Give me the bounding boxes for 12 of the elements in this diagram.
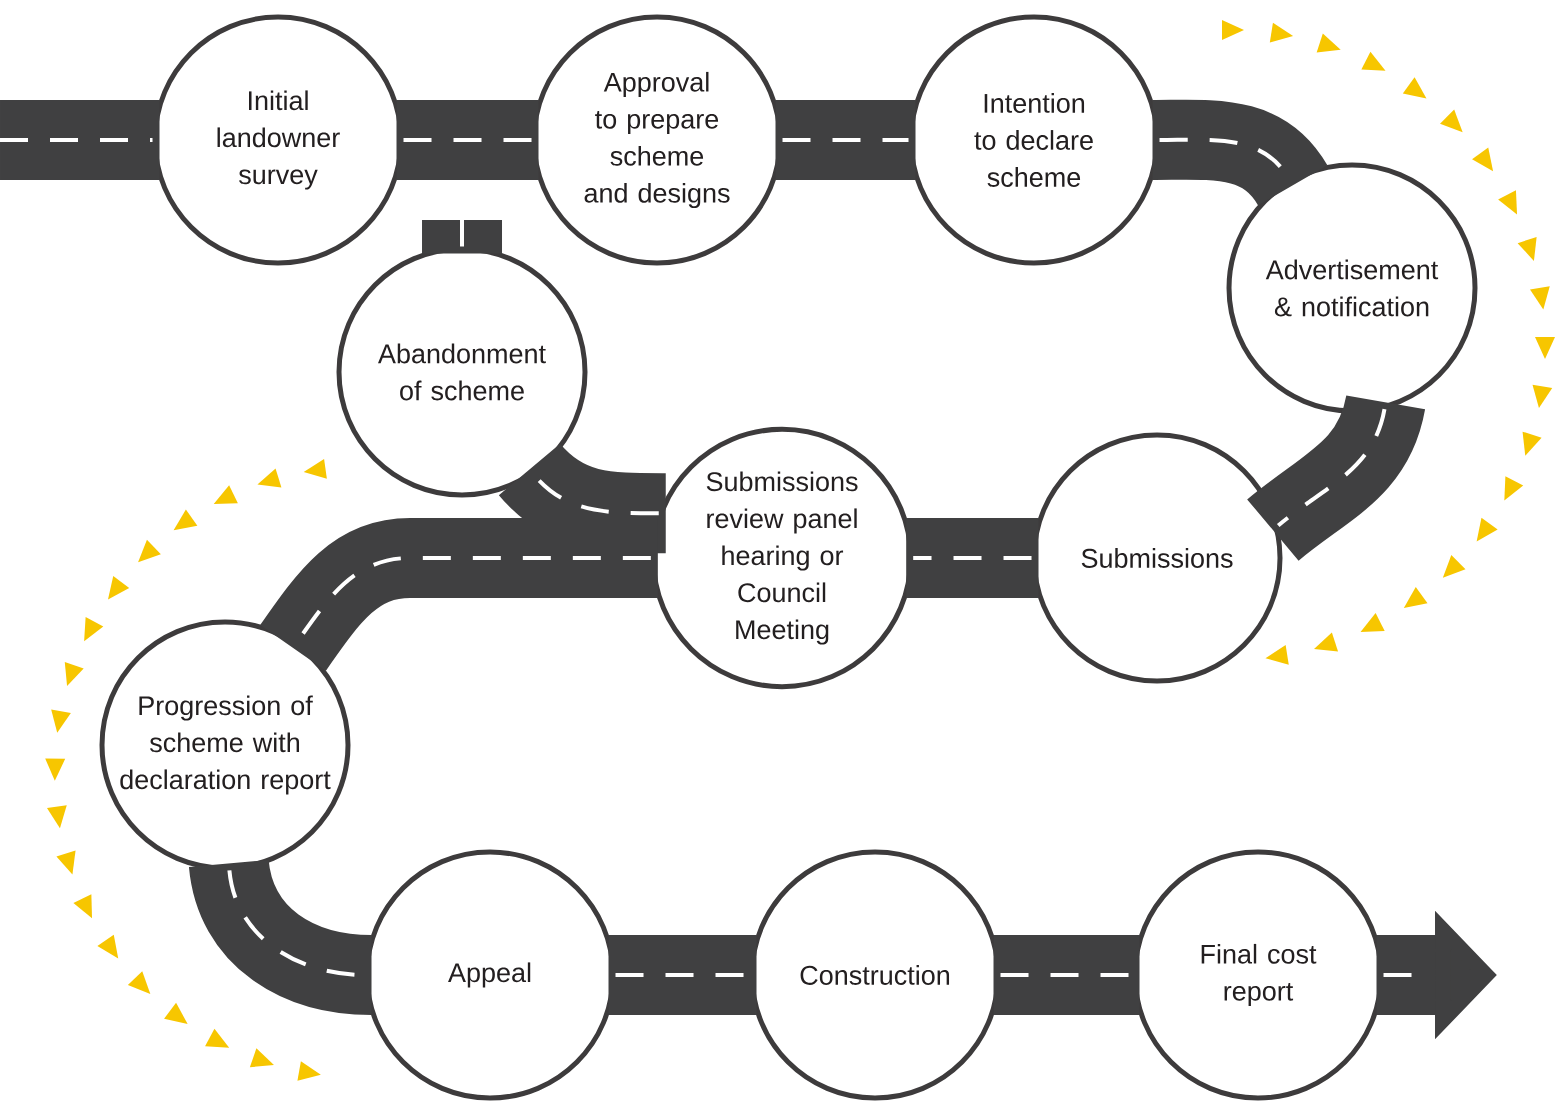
road <box>1152 99 1326 208</box>
road <box>189 857 374 1015</box>
road <box>608 935 757 1015</box>
road <box>775 100 916 180</box>
road <box>396 100 539 180</box>
road <box>260 518 658 671</box>
road <box>993 935 1140 1015</box>
road <box>906 518 1039 598</box>
road <box>500 442 666 554</box>
road <box>0 100 160 180</box>
road <box>422 220 502 254</box>
road <box>1247 393 1425 562</box>
